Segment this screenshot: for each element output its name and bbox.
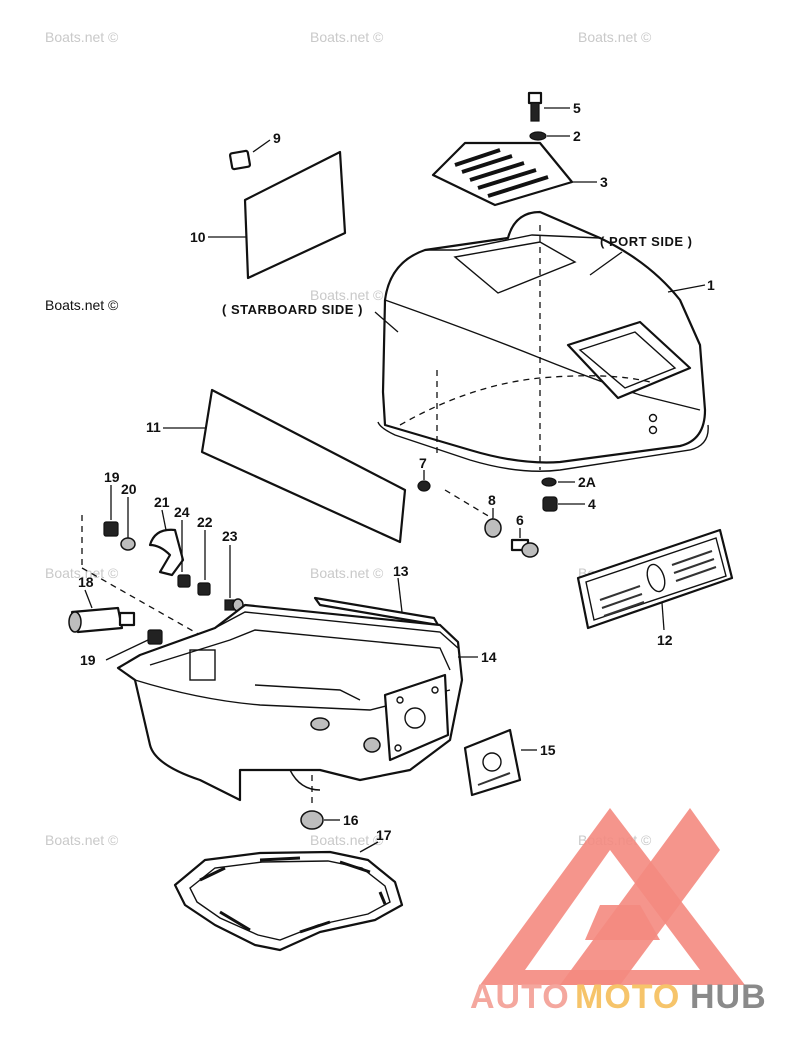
part-2a-washer — [541, 477, 575, 487]
part-19-nut-upper — [103, 485, 119, 537]
part-1-top-cowl — [377, 210, 709, 472]
part-11-side-decal — [163, 388, 407, 544]
port-side-label: ( PORT SIDE ) — [600, 234, 692, 249]
callout-19-lower: 19 — [80, 652, 96, 668]
callout-16: 16 — [343, 812, 359, 828]
watermark-text: Boats.net © — [578, 29, 652, 45]
watermark-text: Boats.net © — [45, 565, 119, 581]
watermark-text: Boats.net © — [310, 565, 384, 581]
callout-numbers: 5 2 3 9 10 1 11 7 2A 4 8 6 19 20 21 24 2… — [78, 100, 715, 843]
logo-hub: HUB — [690, 978, 767, 1016]
logo-moto: MOTO — [575, 978, 680, 1016]
hidden-line — [81, 567, 201, 636]
part-23-bolt — [224, 545, 244, 612]
watermark-text: Boats.net © — [45, 832, 119, 848]
part-20-washer — [120, 497, 136, 551]
callout-3: 3 — [600, 174, 608, 190]
hidden-line — [444, 489, 496, 521]
callout-6: 6 — [516, 512, 524, 528]
callout-11: 11 — [146, 419, 161, 435]
callout-18: 18 — [78, 574, 94, 590]
callout-15: 15 — [540, 742, 556, 758]
automotohub-logo-text: AUTO MOTO HUB — [470, 978, 767, 1016]
part-18-handle — [68, 589, 136, 634]
callout-24: 24 — [174, 504, 190, 520]
part-10-decal-sheet — [208, 150, 347, 280]
part-9-decal — [228, 139, 271, 171]
part-15-plate — [463, 728, 537, 797]
callout-2: 2 — [573, 128, 581, 144]
part-14-bottom-cowl — [116, 603, 478, 802]
callout-19-upper: 19 — [104, 469, 120, 485]
part-17-gasket — [173, 841, 404, 952]
part-3-top-cover — [431, 141, 597, 207]
starboard-side-label: ( STARBOARD SIDE ) — [222, 302, 363, 317]
callout-5: 5 — [573, 100, 581, 116]
part-12-decal-plate — [576, 528, 734, 631]
watermark-text: Boats.net © — [310, 832, 384, 848]
callout-12: 12 — [657, 632, 673, 648]
logo-bar — [585, 905, 660, 940]
callout-20: 20 — [121, 481, 137, 497]
part-21-latch — [148, 509, 185, 577]
watermark-text: Boats.net © — [310, 287, 384, 303]
callout-17: 17 — [376, 827, 392, 843]
logo-auto: AUTO — [470, 978, 570, 1016]
part-24-nut — [177, 520, 191, 588]
starboard-side-leader — [374, 311, 399, 333]
part-16-plug — [300, 775, 340, 830]
part-22-nut — [197, 530, 211, 596]
callout-14: 14 — [481, 649, 497, 665]
callout-21: 21 — [154, 494, 170, 510]
callout-13: 13 — [393, 563, 409, 579]
part-7-grommet — [417, 470, 431, 492]
part-6-stud — [510, 528, 539, 558]
part-5-screw — [527, 91, 570, 122]
callout-8: 8 — [488, 492, 496, 508]
logo-stripe — [560, 808, 720, 985]
callout-4: 4 — [588, 496, 596, 512]
watermark-text: Boats.net © — [310, 29, 384, 45]
part-2-washer — [529, 131, 570, 141]
part-19-nut-lower — [105, 629, 163, 661]
watermark-text-dark: Boats.net © — [45, 297, 119, 313]
port-side-leader — [589, 251, 623, 276]
callout-23: 23 — [222, 528, 238, 544]
callout-10: 10 — [190, 229, 206, 245]
callout-2a: 2A — [578, 474, 596, 490]
callout-22: 22 — [197, 514, 213, 530]
automotohub-logo-mark — [480, 808, 745, 985]
part-4-nut — [542, 496, 585, 512]
callout-1: 1 — [707, 277, 715, 293]
callout-7: 7 — [419, 455, 427, 471]
part-8-bushing — [484, 508, 502, 538]
callout-9: 9 — [273, 130, 281, 146]
watermark-text: Boats.net © — [45, 29, 119, 45]
